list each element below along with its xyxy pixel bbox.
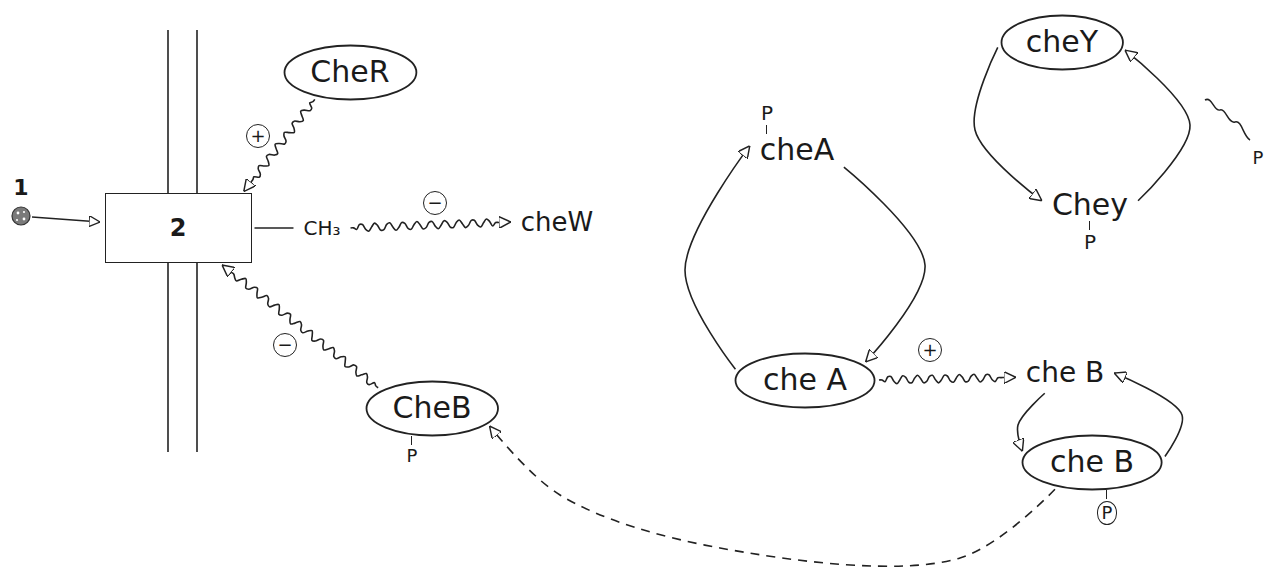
receptor-box: 2 bbox=[105, 193, 252, 263]
protein-name: cheW bbox=[517, 207, 597, 237]
bond-line bbox=[255, 227, 294, 229]
cycle-arrow bbox=[1017, 393, 1044, 451]
node-label: che B bbox=[1026, 359, 1104, 387]
membrane-line bbox=[196, 30, 198, 194]
phosphate-wavy-line bbox=[1205, 99, 1250, 140]
sign-label: + bbox=[918, 338, 942, 362]
protein-ellipse: che A bbox=[734, 352, 876, 409]
methyl-group: CH₃ bbox=[299, 216, 344, 240]
phosphate-label: P bbox=[761, 103, 773, 123]
ligand-speck bbox=[16, 219, 18, 221]
protein-name: che B bbox=[1022, 357, 1108, 389]
node-label: che B bbox=[1050, 447, 1134, 477]
phospho-protein: CheyP bbox=[1048, 188, 1132, 222]
ligand-circle bbox=[12, 207, 30, 225]
node-label: CheR bbox=[310, 57, 389, 87]
cycle-arrow bbox=[1125, 50, 1190, 201]
protein-ellipse-shape bbox=[366, 381, 498, 435]
membrane-line bbox=[167, 262, 169, 452]
membrane-line bbox=[167, 30, 169, 194]
bond-tick bbox=[1106, 490, 1107, 499]
phospho-protein: PcheA bbox=[756, 133, 839, 167]
cycle-arrow bbox=[974, 47, 1042, 200]
ligand-speck bbox=[17, 212, 20, 215]
inhibition-arrow bbox=[351, 219, 511, 231]
bond-tick bbox=[1089, 221, 1090, 230]
phosphate-label: P bbox=[407, 447, 418, 465]
protein-ellipse-shape bbox=[1001, 15, 1122, 69]
ligand-speck bbox=[23, 211, 25, 213]
cycle-arrow bbox=[685, 146, 750, 369]
sign-label: − bbox=[273, 333, 297, 357]
phosphate-label: P bbox=[1084, 232, 1096, 252]
protein-ellipse: CheR bbox=[283, 44, 418, 101]
activation-arrow bbox=[879, 374, 1016, 383]
activation-arrow bbox=[244, 99, 315, 191]
node-label: cheW bbox=[521, 209, 593, 235]
phospho-protein: CheBP bbox=[365, 380, 500, 437]
ligand-speck bbox=[23, 218, 26, 221]
membrane-line bbox=[196, 262, 198, 452]
ligand-dot bbox=[12, 207, 30, 225]
protein-ellipse-shape bbox=[284, 45, 416, 99]
phospho-protein: che BP bbox=[1021, 434, 1163, 491]
node-label: cheA bbox=[760, 135, 835, 165]
protein-ellipse-shape bbox=[1022, 435, 1161, 489]
inhibition-arrow bbox=[222, 265, 378, 388]
sign-label: + bbox=[246, 124, 270, 148]
node-label: Chey bbox=[1052, 190, 1128, 220]
bond-tick bbox=[766, 125, 767, 134]
node-label: 2 bbox=[170, 216, 187, 240]
node-label: CheB bbox=[393, 393, 472, 423]
node-label: cheY bbox=[1026, 27, 1098, 57]
callout-number: 1 bbox=[13, 177, 28, 199]
dashed-arrow bbox=[490, 426, 1055, 566]
cycle-arrow bbox=[844, 167, 925, 362]
phosphate-label: P bbox=[1097, 501, 1118, 525]
protein-ellipse-shape bbox=[735, 353, 874, 407]
bond-tick bbox=[411, 436, 412, 445]
sign-label: − bbox=[423, 191, 447, 215]
node-label: che A bbox=[763, 365, 847, 395]
binding-arrow bbox=[32, 217, 100, 222]
node-label: CH₃ bbox=[303, 218, 340, 238]
protein-ellipse: cheY bbox=[1000, 14, 1124, 71]
connector-group bbox=[222, 47, 1190, 566]
phosphate-label: P bbox=[1253, 149, 1264, 167]
